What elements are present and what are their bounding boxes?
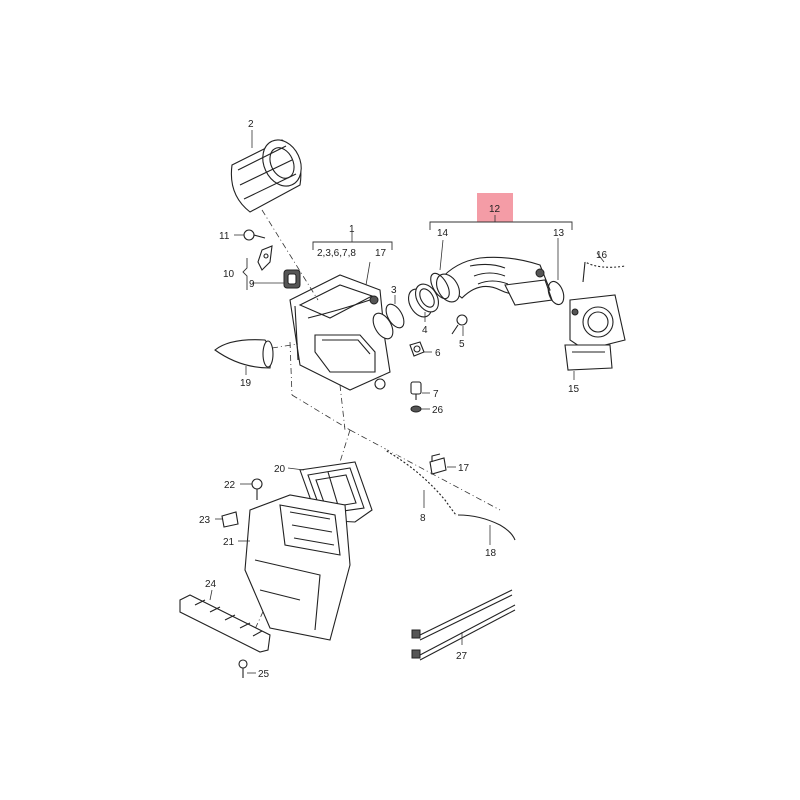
label-4: 4 (422, 325, 428, 336)
part-10-bracket[interactable] (257, 245, 273, 271)
part-23-clip[interactable] (221, 511, 239, 528)
label-25: 25 (258, 669, 270, 680)
part-22-screw[interactable] (251, 478, 263, 500)
part-8-hose[interactable] (384, 448, 458, 517)
part-3-seal[interactable] (382, 301, 407, 331)
label-1-sub-17: 17 (375, 248, 387, 259)
label-1: 1 (349, 224, 355, 235)
part-26-seal[interactable] (410, 405, 422, 413)
label-3: 3 (391, 285, 397, 296)
part-6-valve[interactable] (409, 341, 425, 357)
part-2-filter[interactable] (230, 134, 308, 213)
part-24-grille[interactable] (179, 594, 271, 653)
part-4-clamp[interactable] (404, 280, 443, 321)
part-27-cable-ties[interactable] (411, 589, 516, 661)
label-15: 15 (568, 384, 580, 395)
part-5-screw[interactable] (451, 314, 468, 335)
part-13-clamp[interactable] (545, 279, 566, 306)
label-20: 20 (274, 464, 286, 475)
label-17: 17 (458, 463, 470, 474)
part-16-hose[interactable] (582, 260, 626, 283)
part-11-bolt[interactable] (243, 229, 266, 241)
part-1-housing[interactable] (289, 274, 397, 391)
label-1-sub: 2,3,6,7,8 (317, 248, 356, 259)
part-12-hose[interactable] (432, 256, 553, 306)
label-8: 8 (420, 513, 426, 524)
label-18: 18 (485, 548, 497, 559)
label-23: 23 (199, 515, 211, 526)
label-14: 14 (437, 228, 449, 239)
label-12: 12 (489, 204, 501, 215)
label-6: 6 (435, 348, 441, 359)
label-13: 13 (553, 228, 565, 239)
label-2: 2 (248, 119, 254, 130)
label-9: 9 (249, 279, 255, 290)
label-21: 21 (223, 537, 235, 548)
label-26: 26 (432, 405, 444, 416)
part-19-duct[interactable] (214, 339, 274, 369)
part-9-grommet[interactable] (283, 269, 301, 289)
label-19: 19 (240, 378, 252, 389)
part-14-clamp[interactable] (427, 270, 453, 301)
part-18-pipe[interactable] (457, 514, 516, 541)
label-27: 27 (456, 651, 468, 662)
part-7-sensor[interactable] (410, 381, 422, 400)
label-22: 22 (224, 480, 236, 491)
label-11: 11 (219, 231, 230, 242)
part-21-lower-housing[interactable] (244, 494, 351, 641)
part-15-throttle[interactable] (564, 294, 626, 371)
label-7: 7 (433, 389, 439, 400)
part-17-clip[interactable] (429, 453, 447, 475)
label-10: 10 (223, 269, 235, 280)
part-25-screw[interactable] (238, 659, 248, 678)
label-16: 16 (596, 250, 608, 261)
label-24: 24 (205, 579, 217, 590)
label-5: 5 (459, 339, 465, 350)
